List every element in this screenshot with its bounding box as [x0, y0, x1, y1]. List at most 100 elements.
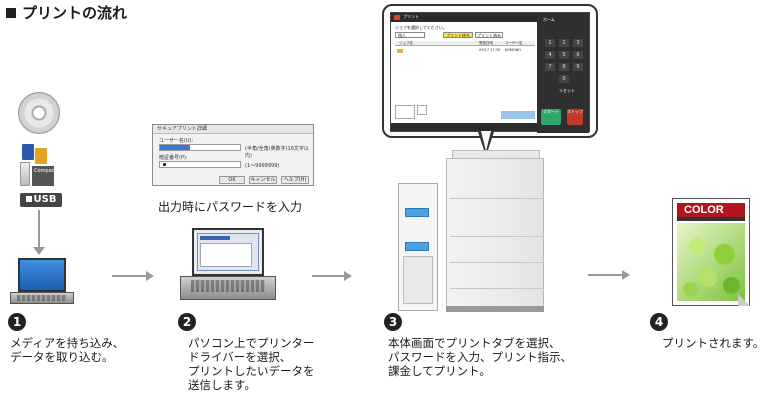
step-description-4: プリントされます。	[662, 336, 765, 350]
help-button[interactable]: ヘルプ(H)	[281, 176, 309, 184]
step-description-2: パソコン上でプリンター ドライバーを選択、 プリントしたいデータを 送信します。	[188, 336, 315, 392]
color-print-output: COLOR	[672, 198, 750, 306]
memory-cards-icon: CompactFlash	[18, 144, 69, 190]
option-checkbox[interactable]	[417, 105, 427, 115]
keypad-key[interactable]: 9	[573, 63, 583, 71]
printer-divider	[450, 236, 544, 237]
title-square-icon	[6, 7, 16, 18]
copies-box[interactable]	[395, 105, 415, 119]
printer-divider	[450, 198, 544, 199]
step-number-4: 4	[650, 313, 668, 331]
laptop-base-1	[10, 292, 74, 304]
keypad-key[interactable]: 2	[559, 39, 569, 47]
compactflash-card-icon: CompactFlash	[32, 166, 69, 186]
usb-plug-icon	[25, 196, 32, 202]
filter-select[interactable]: 個人	[395, 32, 425, 38]
user-name-field[interactable]	[159, 144, 241, 151]
doc-title: COLOR	[677, 203, 745, 217]
step2-to-step3-arrow	[312, 275, 346, 277]
keyboard-icon	[191, 280, 265, 292]
user-name-label: ユーザー名(U):	[159, 138, 194, 144]
dialog-caption: 出力時にパスワードを入力	[158, 200, 303, 214]
home-label: ホーム	[543, 17, 555, 22]
dialog-title: セキュアプリント詳細	[153, 125, 313, 134]
col-date: 受信日時	[479, 41, 493, 45]
panel-prompt: ジョブを選択してください。	[395, 25, 447, 30]
keypad-key[interactable]: 1	[545, 39, 555, 47]
page-title-text: プリントの流れ	[22, 4, 128, 22]
keypad-key[interactable]: 0	[559, 75, 569, 83]
step-number-1: 1	[8, 313, 26, 331]
control-panel-bubble: プリント ジョブを選択してください。 個人 プリント待ち プリント済み ジョブ名…	[382, 4, 598, 138]
panel-bottom-bar	[391, 123, 539, 131]
print-app-icon	[394, 15, 400, 20]
usb-label: USB	[20, 193, 62, 207]
keypad-key[interactable]: 4	[545, 51, 555, 59]
keyboard-icon	[17, 295, 67, 301]
keypad-key[interactable]: 8	[559, 63, 569, 71]
bubble-tail-inner	[481, 131, 491, 151]
printer-divider	[450, 262, 544, 263]
password-field[interactable]	[159, 161, 241, 168]
col-job-name: ジョブ名	[399, 41, 413, 45]
keypad-key[interactable]: 6	[573, 51, 583, 59]
secure-print-dialog: セキュアプリント詳細 ユーザー名(U): (半角/全角(英数字)16文字以内) …	[152, 124, 314, 186]
password-label: 暗証番号(P):	[159, 155, 188, 161]
keypad-key[interactable]: 3	[573, 39, 583, 47]
col-user: ユーザー名	[505, 41, 523, 45]
payment-unit	[398, 183, 438, 311]
payment-panel	[403, 256, 433, 304]
password-hint: (1〜9999999)	[245, 163, 280, 169]
laptop-base-2	[180, 276, 276, 300]
print-start-button[interactable]	[501, 111, 535, 119]
doc-subtitle-bar	[677, 217, 745, 221]
memory-stick-icon	[20, 162, 30, 186]
leaf-photo	[677, 223, 745, 301]
job-user: KOMONO	[505, 48, 522, 52]
printer-divider	[450, 288, 544, 289]
user-name-hint: (半角/全角(英数字)16文字以内)	[245, 146, 309, 159]
arrow-right-icon	[622, 270, 630, 280]
keypad-key[interactable]: 5	[559, 51, 569, 59]
printer-body	[446, 158, 544, 308]
laptop-screen-2	[192, 228, 264, 276]
panel-header: プリント	[403, 14, 419, 19]
job-date: 09/17 17:30	[479, 48, 501, 52]
laptop-screen-1	[18, 258, 66, 292]
job-list-header: ジョブ名 受信日時 ユーザー名	[395, 41, 535, 46]
step-description-3: 本体画面でプリントタブを選択、 パスワードを入力、プリント指示、 課金してプリン…	[388, 336, 572, 378]
ok-button[interactable]: OK	[219, 176, 245, 184]
arrow-right-icon	[146, 271, 154, 281]
page-title: プリントの流れ	[6, 2, 127, 23]
step-number-3: 3	[384, 313, 402, 331]
start-label: スタート	[543, 109, 559, 114]
tab-printed[interactable]: プリント済み	[475, 32, 503, 38]
step3-to-step4-arrow	[588, 274, 624, 276]
step-number-2: 2	[178, 313, 196, 331]
stop-button[interactable]: ストップ	[567, 109, 583, 125]
keypad-key[interactable]: 7	[545, 63, 555, 71]
control-panel-screen: プリント ジョブを選択してください。 個人 プリント待ち プリント済み ジョブ名…	[390, 12, 590, 133]
media-to-pc-arrow	[38, 210, 40, 250]
cancel-button[interactable]: キャンセル	[249, 176, 277, 184]
sd-card-icon	[35, 148, 47, 164]
job-row[interactable]: 09/17 17:30 KOMONO	[395, 48, 535, 54]
cd-disc-icon	[18, 92, 60, 134]
usb-label-text: USB	[33, 194, 57, 205]
arrow-right-icon	[344, 271, 352, 281]
panel-keypad: ホーム 1 2 3 4 5 6 7 8 9 0 リセット スタート ストップ	[537, 13, 589, 133]
step-description-1: メディアを持ち込み、 データを取り込む。	[10, 336, 125, 364]
panel-status-bar: プリント	[391, 13, 539, 22]
arrow-down-icon	[33, 247, 45, 255]
card-slot-icon	[405, 208, 429, 217]
step1-to-step2-arrow	[112, 275, 148, 277]
folder-icon	[397, 49, 403, 53]
tab-print-waiting[interactable]: プリント待ち	[443, 32, 473, 38]
reset-label[interactable]: リセット	[559, 88, 575, 93]
start-button[interactable]: スタート	[541, 109, 561, 125]
printer-base	[446, 306, 544, 312]
page-fold-icon	[738, 294, 750, 306]
sd-card-icon	[22, 144, 34, 160]
coin-slot-icon	[405, 242, 429, 251]
stop-label: ストップ	[567, 109, 583, 114]
